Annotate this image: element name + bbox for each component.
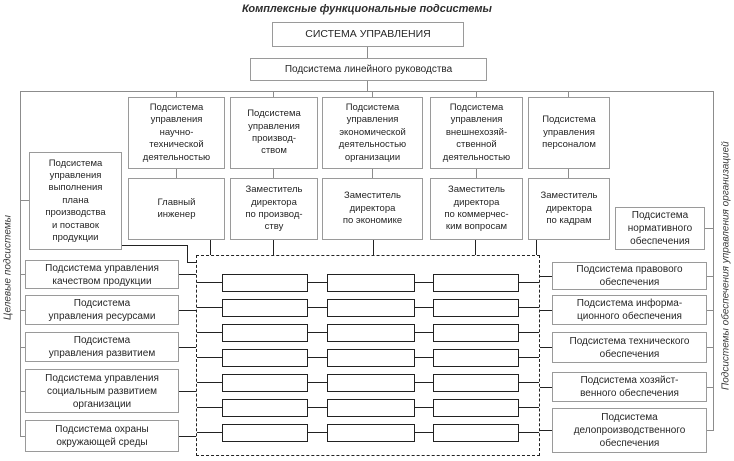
matrix-empty-cell [222, 349, 308, 367]
connector-linear-to-bus [367, 81, 368, 91]
connector-stub [179, 274, 196, 275]
connector-stub [20, 391, 25, 392]
matrix-empty-cell [433, 399, 519, 417]
connector-stub [20, 436, 25, 437]
diagram-title: Комплексные функциональные подсистемы [242, 3, 492, 15]
connector-stub [179, 310, 196, 311]
box-linear-management: Подсистема линейного руководства [250, 58, 487, 81]
connector-stub [273, 169, 274, 178]
connector-stub [476, 169, 477, 178]
matrix-empty-cell [327, 424, 415, 442]
box-support-technical: Подсистема технического обеспечения [552, 332, 707, 363]
connector-stub [373, 240, 374, 257]
box-functional-external: Подсистема управления внешнехозяй- ствен… [430, 97, 523, 169]
matrix-empty-cell [327, 274, 415, 292]
connector-stub [568, 91, 569, 97]
connector-stub [540, 387, 552, 388]
box-deputy-economy: Заместитель директора по экономике [322, 178, 423, 240]
connector-stub [707, 276, 713, 277]
box-deputy-hr: Заместитель директора по кадрам [528, 178, 610, 240]
box-functional-sci-tech: Подсистема управления научно- техническо… [128, 97, 225, 169]
matrix-empty-cell [222, 274, 308, 292]
connector-stub [20, 310, 25, 311]
box-target-development: Подсистема управления развитием [25, 332, 179, 362]
matrix-empty-cell [327, 349, 415, 367]
matrix-empty-cell [433, 299, 519, 317]
connector-stub [179, 347, 196, 348]
box-plan-fulfillment: Подсистема управления выполнения плана п… [29, 152, 122, 250]
connector-stub [475, 240, 476, 257]
matrix-empty-cell [327, 324, 415, 342]
connector-stub [707, 430, 713, 431]
box-management-system: СИСТЕМА УПРАВЛЕНИЯ [272, 22, 464, 47]
box-functional-economic: Подсистема управления экономической деят… [322, 97, 423, 169]
connector-stub [536, 240, 537, 257]
connector-elbow-h2 [187, 262, 196, 263]
box-functional-production: Подсистема управления производ- ством [230, 97, 318, 169]
connector-elbow-h1 [122, 245, 188, 246]
matrix-empty-cell [433, 374, 519, 392]
connector-stub [707, 310, 713, 311]
connector-stub [372, 169, 373, 178]
connector-stub [273, 240, 274, 257]
connector-stub [210, 240, 211, 257]
connector-bus [20, 91, 714, 92]
connector-stub [540, 347, 552, 348]
matrix-empty-cell [433, 424, 519, 442]
box-target-resources: Подсистема управления ресурсами [25, 295, 179, 325]
connector-stub [273, 91, 274, 97]
box-chief-engineer: Главный инженер [128, 178, 225, 240]
connector-system-to-linear [367, 47, 368, 58]
matrix-empty-cell [327, 374, 415, 392]
connector-stub [176, 169, 177, 178]
connector-stub [179, 436, 196, 437]
connector-stub [176, 91, 177, 97]
box-deputy-production: Заместитель директора по производ- ству [230, 178, 318, 240]
connector-right-spine [713, 91, 714, 431]
matrix-empty-cell [222, 424, 308, 442]
connector-stub [540, 430, 552, 431]
box-support-legal: Подсистема правового обеспечения [552, 262, 707, 290]
connector-stub [20, 347, 25, 348]
connector-stub [707, 387, 713, 388]
matrix-empty-cell [222, 399, 308, 417]
matrix-empty-subsystems [196, 255, 540, 456]
side-label-support-subsystems: Подсистемы обеспечения управления органи… [720, 141, 732, 391]
box-normative-support: Подсистема нормативного обеспечения [615, 207, 705, 250]
connector-stub [705, 228, 713, 229]
matrix-empty-cell [327, 299, 415, 317]
matrix-empty-cell [222, 324, 308, 342]
matrix-empty-cell [327, 399, 415, 417]
connector-stub [476, 91, 477, 97]
box-target-social: Подсистема управления социальным развити… [25, 369, 179, 413]
box-support-economic: Подсистема хозяйст- венного обеспечения [552, 372, 707, 402]
box-functional-personnel: Подсистема управления персоналом [528, 97, 610, 169]
box-target-environment: Подсистема охраны окружающей среды [25, 420, 179, 452]
connector-stub [179, 391, 196, 392]
matrix-empty-cell [433, 324, 519, 342]
connector-stub [540, 310, 552, 311]
box-support-records: Подсистема делопроизводственного обеспеч… [552, 408, 707, 453]
side-label-target-subsystems: Целевые подсистемы [2, 215, 14, 320]
matrix-empty-cell [433, 274, 519, 292]
box-target-quality: Подсистема управления качеством продукци… [25, 260, 179, 289]
connector-stub [540, 276, 552, 277]
connector-stub [707, 347, 713, 348]
box-support-information: Подсистема информа- ционного обеспечения [552, 295, 707, 325]
connector-stub [20, 274, 25, 275]
connector-elbow-v [187, 245, 188, 263]
matrix-empty-cell [222, 299, 308, 317]
matrix-empty-cell [222, 374, 308, 392]
matrix-empty-cell [433, 349, 519, 367]
connector-stub [20, 200, 29, 201]
box-deputy-commercial: Заместитель директора по коммерчес- ким … [430, 178, 523, 240]
connector-stub [372, 91, 373, 97]
connector-left-spine [20, 91, 21, 437]
connector-stub [568, 169, 569, 178]
